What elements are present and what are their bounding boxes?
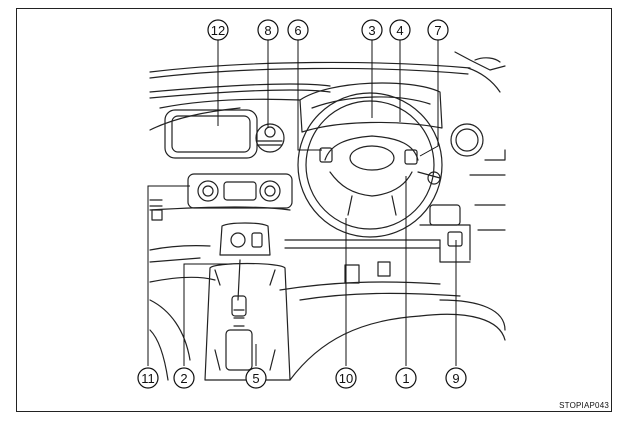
callout-10: 10 — [339, 371, 353, 386]
callout-10-circle — [335, 367, 357, 389]
callout-5-circle — [245, 367, 267, 389]
instrument-cluster — [299, 82, 443, 133]
callout-12-circle — [207, 19, 229, 41]
callout-8: 8 — [264, 23, 271, 38]
center-air-vents — [187, 173, 293, 209]
callout-1-circle — [395, 367, 417, 389]
callout-2-circle — [173, 367, 195, 389]
right-air-vent — [450, 123, 484, 157]
shift-lever — [204, 259, 291, 381]
figure-reference-code: STOPIAP043 — [559, 401, 609, 410]
callout-12: 12 — [211, 23, 225, 38]
callout-2: 2 — [180, 371, 187, 386]
callout-4-circle — [389, 19, 411, 41]
clock — [255, 123, 285, 153]
callout-3: 3 — [368, 23, 375, 38]
callout-11: 11 — [141, 371, 155, 386]
callout-7-circle — [427, 19, 449, 41]
center-display — [164, 109, 258, 159]
dashboard-outline — [149, 51, 506, 381]
callout-8-circle — [257, 19, 279, 41]
callout-6: 6 — [294, 23, 301, 38]
callout-6-circle — [287, 19, 309, 41]
callout-7: 7 — [434, 23, 441, 38]
right-console — [429, 204, 463, 247]
figure-frame — [16, 8, 612, 412]
callout-4: 4 — [396, 23, 403, 38]
climate-controls — [219, 222, 271, 256]
callout-5: 5 — [252, 371, 259, 386]
callout-1: 1 — [402, 371, 409, 386]
callout-3-circle — [361, 19, 383, 41]
callouts — [137, 19, 467, 389]
steering-wheel — [297, 92, 443, 238]
leader-lines — [147, 40, 457, 366]
callout-9: 9 — [452, 371, 459, 386]
callout-11-circle — [137, 367, 159, 389]
callout-9-circle — [445, 367, 467, 389]
